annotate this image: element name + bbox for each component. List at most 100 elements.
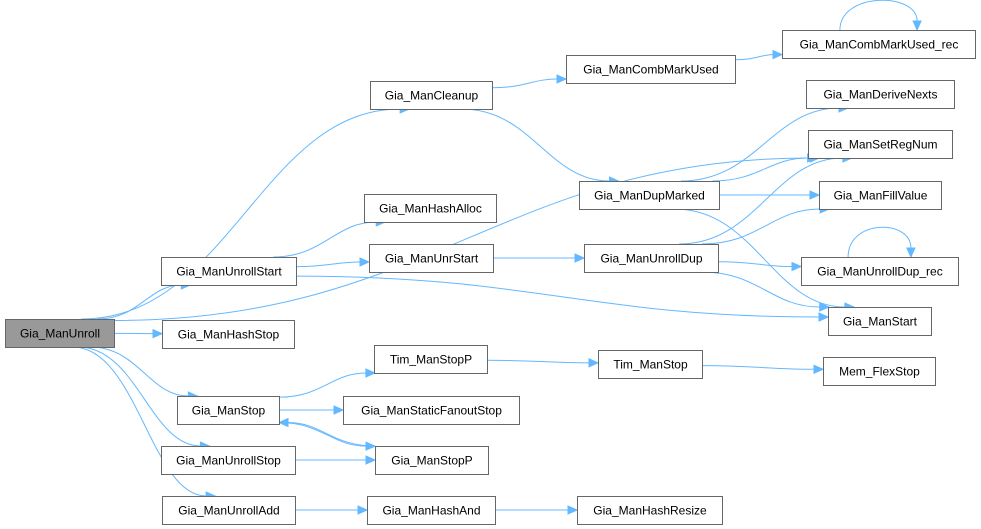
node-hashand[interactable]: Gia_ManHashAnd <box>367 496 496 525</box>
edge-hashand-to-hashresize <box>495 505 579 515</box>
edge-stop-to-staticfanoutstop <box>279 405 345 415</box>
edge-unroll-to-hashstop <box>113 328 164 339</box>
node-box <box>161 257 297 286</box>
edge-unrstart-to-unrolldup <box>492 253 586 263</box>
node-timstop[interactable]: Tim_ManStop <box>598 350 703 379</box>
node-staticfanoutstop[interactable]: Gia_ManStaticFanoutStop <box>343 396 520 425</box>
node-box <box>801 257 959 286</box>
node-timstopp[interactable]: Tim_ManStopP <box>374 345 488 374</box>
edge-stop-to-stopp <box>278 422 377 451</box>
edge-cleanup-to-combmarkused <box>491 74 568 89</box>
node-fillvalue[interactable]: Gia_ManFillValue <box>819 181 942 210</box>
node-box <box>782 30 976 59</box>
node-label: Gia_ManHashResize <box>593 504 707 518</box>
node-label: Gia_ManHashAnd <box>382 504 480 518</box>
edge-dupmarked-to-setregnum <box>712 153 818 182</box>
node-label: Gia_ManCombMarkUsed_rec <box>800 38 959 52</box>
edge-stopp-to-stop <box>277 417 376 447</box>
node-box <box>823 357 936 386</box>
node-label: Gia_ManUnrollAdd <box>178 504 279 518</box>
node-unrolladd[interactable]: Gia_ManUnrollAdd <box>162 496 296 525</box>
node-hashresize[interactable]: Gia_ManHashResize <box>577 496 723 525</box>
node-box <box>375 446 489 475</box>
node-combmarkusedrec[interactable]: Gia_ManCombMarkUsed_rec <box>782 30 976 59</box>
edge-unroll-to-stop <box>90 346 199 401</box>
edge-unrolladd-to-hashand <box>295 505 369 515</box>
node-unrollduprec[interactable]: Gia_ManUnrollDup_rec <box>801 257 959 286</box>
node-combmarkused[interactable]: Gia_ManCombMarkUsed <box>566 55 736 84</box>
node-box <box>161 446 296 475</box>
node-label: Gia_ManUnrollDup <box>600 252 702 266</box>
node-box <box>177 396 280 425</box>
node-unrollstart[interactable]: Gia_ManUnrollStart <box>161 257 297 286</box>
edge-timstop-to-memflexstop <box>701 364 825 375</box>
edge-combmarkused-to-combmarkusedrec <box>734 49 784 61</box>
node-label: Gia_ManDupMarked <box>594 189 705 203</box>
node-label: Gia_ManCombMarkUsed <box>583 63 718 77</box>
node-unrollstop[interactable]: Gia_ManUnrollStop <box>161 446 296 475</box>
edge-cleanup-to-dupmarked <box>461 108 620 186</box>
node-derivenexts[interactable]: Gia_ManDeriveNexts <box>806 80 955 109</box>
node-box <box>364 194 497 223</box>
node-box <box>806 80 955 109</box>
node-setregnum[interactable]: Gia_ManSetRegNum <box>808 130 953 159</box>
node-stop[interactable]: Gia_ManStop <box>177 396 280 425</box>
node-label: Gia_ManStopP <box>391 454 472 468</box>
node-label: Gia_ManCleanup <box>385 89 479 103</box>
node-unrolldup[interactable]: Gia_ManUnrollDup <box>584 244 719 273</box>
edge-unroll-to-cleanup <box>81 104 411 320</box>
node-label: Gia_ManStart <box>843 315 918 329</box>
node-label: Mem_FlexStop <box>839 365 920 379</box>
node-box <box>579 181 720 210</box>
node-label: Gia_ManSetRegNum <box>823 138 937 152</box>
nodes-layer: Gia_ManUnroll Gia_ManCleanup Gia_ManCombMa… <box>5 30 976 525</box>
edge-unrollstart-to-start <box>295 275 830 322</box>
node-dupmarked[interactable]: Gia_ManDupMarked <box>579 181 720 210</box>
node-box <box>808 130 953 159</box>
node-label: Gia_ManHashStop <box>178 328 280 342</box>
node-label: Gia_ManHashAlloc <box>379 202 482 216</box>
node-box <box>584 244 719 273</box>
node-hashstop[interactable]: Gia_ManHashStop <box>162 320 295 349</box>
node-box <box>819 181 942 210</box>
edge-timstopp-to-timstop <box>486 358 600 368</box>
node-box <box>367 496 496 525</box>
node-cleanup[interactable]: Gia_ManCleanup <box>370 81 493 110</box>
node-label: Gia_ManFillValue <box>834 189 928 203</box>
node-box <box>162 320 295 349</box>
node-label: Tim_ManStop <box>613 358 688 372</box>
node-unrstart[interactable]: Gia_ManUnrStart <box>369 244 494 273</box>
node-label: Gia_ManDeriveNexts <box>823 88 937 102</box>
node-box <box>598 350 703 379</box>
node-label: Gia_ManStaticFanoutStop <box>361 404 502 418</box>
node-start[interactable]: Gia_ManStart <box>828 307 932 336</box>
edge-unrolldup-to-start <box>701 271 830 312</box>
node-label: Gia_ManUnrollDup_rec <box>817 265 942 279</box>
edge-stop-to-timstopp <box>278 368 377 398</box>
node-hashalloc[interactable]: Gia_ManHashAlloc <box>364 194 497 223</box>
node-box <box>343 396 520 425</box>
edge-unrollstop-to-stopp <box>294 455 377 465</box>
node-box <box>828 307 932 336</box>
node-label: Gia_ManUnroll <box>20 327 100 341</box>
node-label: Gia_ManUnrStart <box>385 252 479 266</box>
edge-unrolldup-to-fillvalue <box>701 204 831 245</box>
edge-unrollstart-to-unrstart <box>295 257 371 268</box>
node-box <box>369 244 494 273</box>
node-unroll[interactable]: Gia_ManUnroll <box>5 319 115 348</box>
node-box <box>162 496 296 525</box>
edge-combmarkusedrec-to-combmarkusedrec <box>839 0 922 32</box>
edge-unrolldup-to-unrollduprec <box>717 261 803 272</box>
edge-unrollstart-to-hashalloc <box>273 217 387 258</box>
node-label: Gia_ManUnrollStart <box>176 265 282 279</box>
node-box <box>374 345 488 374</box>
edge-unroll-to-unrollstart <box>97 280 192 320</box>
node-label: Tim_ManStopP <box>390 353 472 367</box>
node-box <box>577 496 723 525</box>
edge-unrollduprec-to-unrollduprec <box>847 226 916 259</box>
node-box <box>370 81 493 110</box>
node-stopp[interactable]: Gia_ManStopP <box>375 446 489 475</box>
node-memflexstop[interactable]: Mem_FlexStop <box>823 357 936 386</box>
node-label: Gia_ManStop <box>192 404 266 418</box>
